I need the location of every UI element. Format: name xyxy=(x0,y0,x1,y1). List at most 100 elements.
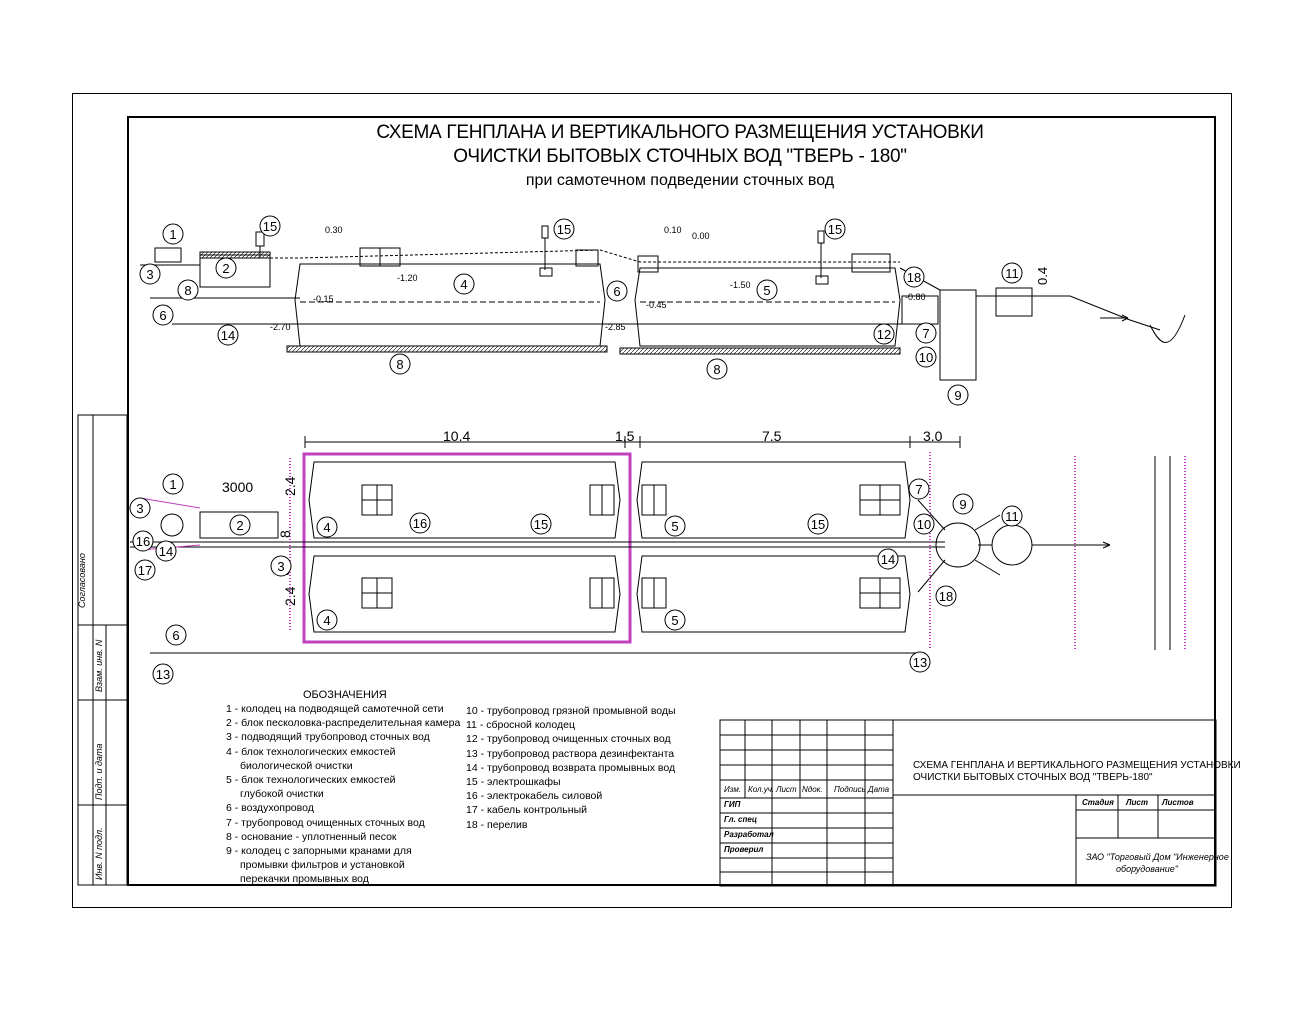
legend-item: 4 - блок технологических емкостей xyxy=(226,745,396,758)
svg-text:3: 3 xyxy=(136,501,143,516)
svg-text:9: 9 xyxy=(954,388,961,403)
stamp-column-header: Дата xyxy=(868,785,890,794)
callout-8: 8 xyxy=(389,353,411,375)
svg-text:5: 5 xyxy=(763,283,770,298)
callout-11: 11 xyxy=(1001,505,1023,527)
elevation-label: -2.85 xyxy=(605,322,626,332)
legend-item: 1 - колодец на подводящей самотечной сет… xyxy=(226,703,444,715)
callout-7: 7 xyxy=(915,322,937,344)
legend-item: 18 - перелив xyxy=(466,818,528,831)
stamp-column-header: Кол.уч. xyxy=(748,785,775,794)
legend-item: 14 - трубопровод возврата промывных вод xyxy=(466,761,676,774)
dimension-label: 1.5 xyxy=(615,428,635,444)
callout-13: 13 xyxy=(152,663,174,685)
dimension-label: 2.4 xyxy=(282,476,298,496)
elevation-label: 0.10 xyxy=(664,225,682,235)
elevation-label: -1.20 xyxy=(397,273,418,283)
callout-15: 15 xyxy=(553,218,575,240)
side-label-original: Инв. N подл. xyxy=(94,827,104,880)
callout-8: 8 xyxy=(177,279,199,301)
svg-text:13: 13 xyxy=(913,655,927,670)
callout-4: 4 xyxy=(316,609,338,631)
legend-item: 10 - трубопровод грязной промывной воды xyxy=(466,705,676,717)
side-label-sign-date: Подп. и дата xyxy=(94,743,104,800)
svg-text:15: 15 xyxy=(557,222,571,237)
svg-text:16: 16 xyxy=(413,516,427,531)
callout-3: 3 xyxy=(129,497,151,519)
legend-item: 16 - электрокабель силовой xyxy=(466,790,603,803)
svg-text:3: 3 xyxy=(277,559,284,574)
side-label-replace: Взам. инв. N xyxy=(94,639,104,692)
svg-text:11: 11 xyxy=(1005,509,1019,524)
svg-text:17: 17 xyxy=(138,563,152,578)
callout-3: 3 xyxy=(139,263,161,285)
side-label-agreed: Согласовано xyxy=(77,553,87,608)
svg-text:14: 14 xyxy=(159,544,173,559)
stamp-role: Разработал xyxy=(724,830,774,839)
stamp-sheet-header: Листов xyxy=(1162,798,1194,807)
svg-text:4: 4 xyxy=(323,613,330,628)
callout-6: 6 xyxy=(165,624,187,646)
legend-item: 5 - блок технологических емкостей xyxy=(226,774,396,787)
svg-text:1: 1 xyxy=(169,227,176,242)
elevation-label: -0.15 xyxy=(313,294,334,304)
callout-14: 14 xyxy=(217,324,239,346)
callout-11: 11 xyxy=(1001,262,1023,284)
callout-15: 15 xyxy=(259,215,281,237)
stamp-sheet-header: Лист xyxy=(1126,798,1148,807)
elevation-label: 0.4 xyxy=(1035,267,1050,285)
callout-9: 9 xyxy=(952,493,974,515)
svg-text:2: 2 xyxy=(222,261,229,276)
callout-15: 15 xyxy=(807,513,829,535)
svg-text:2: 2 xyxy=(236,518,243,533)
svg-text:6: 6 xyxy=(159,308,166,323)
legend-column-2: 10 - трубопровод грязной промывной воды 1… xyxy=(466,704,676,832)
svg-text:15: 15 xyxy=(263,219,277,234)
legend-item: 12 - трубопровод очищенных сточных вод xyxy=(466,733,671,746)
tank-block-5-top xyxy=(636,461,911,539)
stamp-column-header: Изм. xyxy=(724,785,742,794)
drawing-title-line1: СХЕМА ГЕНПЛАНА И ВЕРТИКАЛЬНОГО РАЗМЕЩЕНИ… xyxy=(376,122,984,143)
svg-text:7: 7 xyxy=(922,326,929,341)
svg-text:18: 18 xyxy=(939,589,953,604)
callout-1: 1 xyxy=(162,473,184,495)
tank-block-4-bottom xyxy=(308,555,621,633)
svg-text:8: 8 xyxy=(713,362,720,377)
svg-text:9: 9 xyxy=(959,497,966,512)
dimension-label: 3.0 xyxy=(923,428,943,444)
stamp-company-line2: оборудование" xyxy=(1116,864,1178,874)
callout-3: 3 xyxy=(270,555,292,577)
stamp-sheet-header: Стадия xyxy=(1082,798,1114,807)
svg-text:10: 10 xyxy=(917,517,931,532)
svg-text:15: 15 xyxy=(828,222,842,237)
callout-5: 5 xyxy=(664,515,686,537)
tank-block-5-bottom xyxy=(636,555,911,633)
profile-elevations: 0.30 -1.20 -0.15 -2.70 -2.85 0.10 0.00 -… xyxy=(270,225,1050,332)
callout-10: 10 xyxy=(913,513,935,535)
side-stamp xyxy=(77,414,128,886)
callout-15: 15 xyxy=(530,513,552,535)
callout-6: 6 xyxy=(606,280,628,302)
svg-text:4: 4 xyxy=(323,520,330,535)
legend-item: промывки фильтров и установкой xyxy=(240,859,405,872)
callout-18: 18 xyxy=(903,266,925,288)
callout-5: 5 xyxy=(664,609,686,631)
callout-5: 5 xyxy=(756,279,778,301)
legend-item: 9 - колодец с запорными кранами для xyxy=(226,845,412,858)
legend-item: 2 - блок песколовка-распределительная ка… xyxy=(226,717,461,730)
legend-item: 11 - сбросной колодец xyxy=(466,719,575,732)
svg-text:5: 5 xyxy=(671,519,678,534)
tank-block-5-profile xyxy=(634,267,901,347)
dimension-label: 10.4 xyxy=(443,428,470,444)
callout-17: 17 xyxy=(134,559,156,581)
legend-item: 15 - электрошкафы xyxy=(466,776,561,789)
svg-text:4: 4 xyxy=(460,277,467,292)
callout-4: 4 xyxy=(453,273,475,295)
elevation-label: -2.70 xyxy=(270,322,291,332)
callout-10: 10 xyxy=(915,346,937,368)
stamp-company-line1: ЗАО "Торговый Дом "Инженерное xyxy=(1086,852,1229,862)
plan-view xyxy=(130,436,1186,654)
dimension-label: 7.5 xyxy=(762,428,782,444)
legend-heading: ОБОЗНАЧЕНИЯ xyxy=(303,689,387,701)
